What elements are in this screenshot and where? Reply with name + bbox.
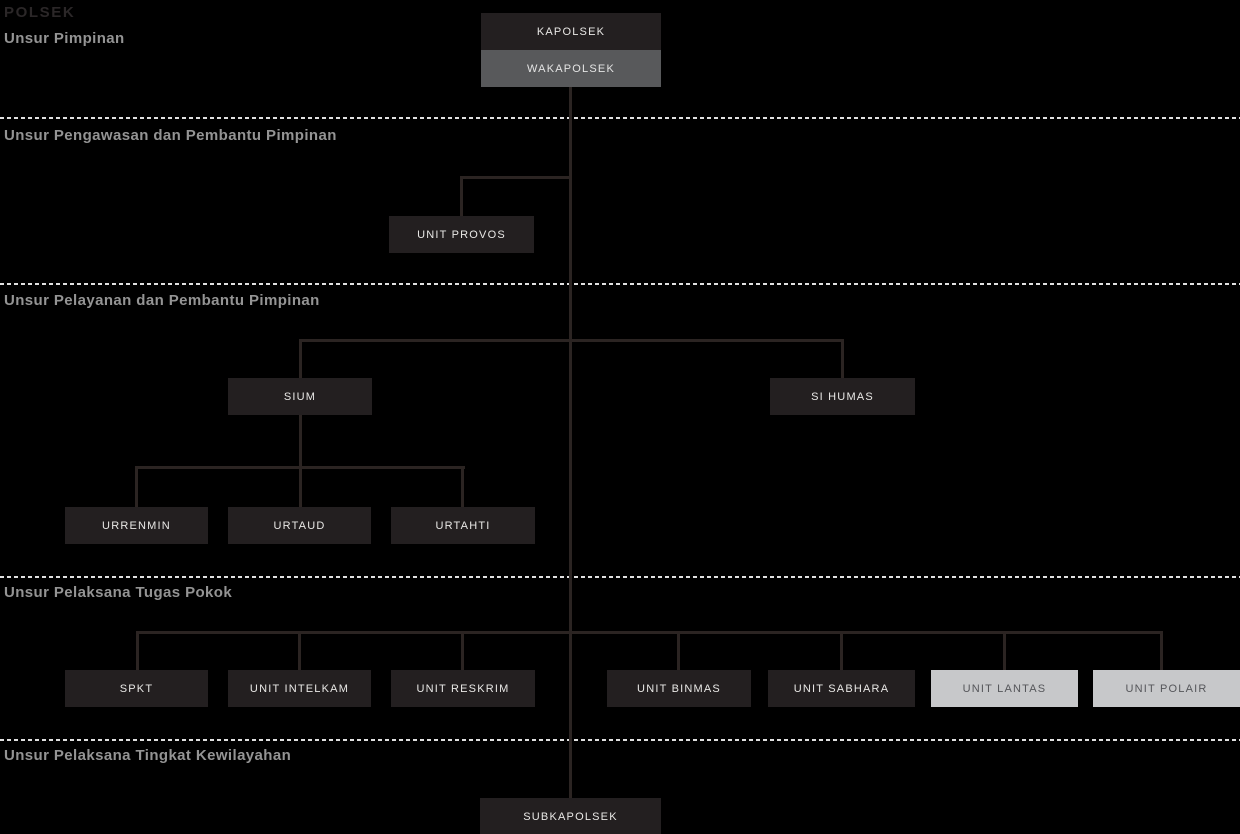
node-spkt-label: SPKT [119, 682, 154, 695]
page-title: POLSEK [4, 4, 76, 21]
node-unit-polair-label: UNIT POLAIR [1125, 682, 1208, 695]
section-label-pengawasan: Unsur Pengawasan dan Pembantu Pimpinan [4, 127, 337, 144]
node-si-humas: SI HUMAS [770, 378, 915, 415]
connector-lantas-drop [1003, 631, 1006, 670]
connector-sabhara-drop [840, 631, 843, 670]
node-sium: SIUM [228, 378, 372, 415]
connector-provos-drop [460, 176, 463, 216]
node-unit-binmas: UNIT BINMAS [607, 670, 751, 707]
section-divider-2 [0, 283, 1240, 285]
connector-intelkam-drop [298, 631, 301, 670]
node-wakapolsek: WAKAPOLSEK [481, 50, 661, 87]
section-label-tugas-pokok: Unsur Pelaksana Tugas Pokok [4, 584, 233, 601]
node-spkt: SPKT [65, 670, 208, 707]
node-unit-sabhara-label: UNIT SABHARA [793, 682, 890, 695]
node-unit-reskrim: UNIT RESKRIM [391, 670, 535, 707]
node-urtaud: URTAUD [228, 507, 371, 544]
node-kapolsek-label: KAPOLSEK [536, 25, 606, 38]
connector-reskrim-drop [461, 631, 464, 670]
node-unit-lantas: UNIT LANTAS [931, 670, 1078, 707]
connector-sium-drop [299, 339, 302, 378]
section-divider-4 [0, 739, 1240, 741]
section-divider-1 [0, 117, 1240, 119]
node-subkapolsek-label: SUBKAPOLSEK [523, 810, 618, 823]
connector-spkt-drop [136, 631, 139, 670]
node-unit-lantas-label: UNIT LANTAS [962, 682, 1047, 695]
node-unit-intelkam-label: UNIT INTELKAM [249, 682, 350, 695]
connector-tugas-pokok-horizontal [136, 631, 1163, 634]
section-label-kewilayahan: Unsur Pelaksana Tingkat Kewilayahan [4, 747, 292, 764]
node-kapolsek: KAPOLSEK [481, 13, 661, 50]
node-unit-binmas-label: UNIT BINMAS [637, 682, 721, 695]
node-urrenmin-label: URRENMIN [102, 519, 171, 532]
section-label-pelayanan: Unsur Pelayanan dan Pembantu Pimpinan [4, 292, 320, 309]
connector-sihumas-drop [841, 339, 844, 378]
connector-urrenmin-drop [135, 466, 138, 507]
connector-provos-horizontal [460, 176, 572, 179]
node-unit-sabhara: UNIT SABHARA [768, 670, 915, 707]
connector-polair-drop [1160, 631, 1163, 670]
section-label-pimpinan: Unsur Pimpinan [4, 30, 125, 47]
node-urtahti-label: URTAHTI [435, 519, 491, 532]
node-urtahti: URTAHTI [391, 507, 535, 544]
connector-binmas-drop [677, 631, 680, 670]
connector-urtaud-drop [299, 466, 302, 507]
node-unit-intelkam: UNIT INTELKAM [228, 670, 371, 707]
section-divider-3 [0, 576, 1240, 578]
node-unit-provos-label: UNIT PROVOS [417, 228, 506, 241]
node-sium-label: SIUM [283, 390, 317, 403]
node-unit-reskrim-label: UNIT RESKRIM [416, 682, 510, 695]
connector-pelayanan-horizontal [299, 339, 844, 342]
node-subkapolsek: SUBKAPOLSEK [480, 798, 661, 834]
node-wakapolsek-label: WAKAPOLSEK [526, 62, 615, 75]
node-si-humas-label: SI HUMAS [811, 390, 874, 403]
node-unit-provos: UNIT PROVOS [389, 216, 534, 253]
connector-urtahti-drop [461, 466, 464, 507]
connector-sium-down [299, 415, 302, 468]
node-urrenmin: URRENMIN [65, 507, 208, 544]
node-unit-polair: UNIT POLAIR [1093, 670, 1240, 707]
connector-main-vertical [569, 86, 572, 798]
node-urtaud-label: URTAUD [273, 519, 326, 532]
